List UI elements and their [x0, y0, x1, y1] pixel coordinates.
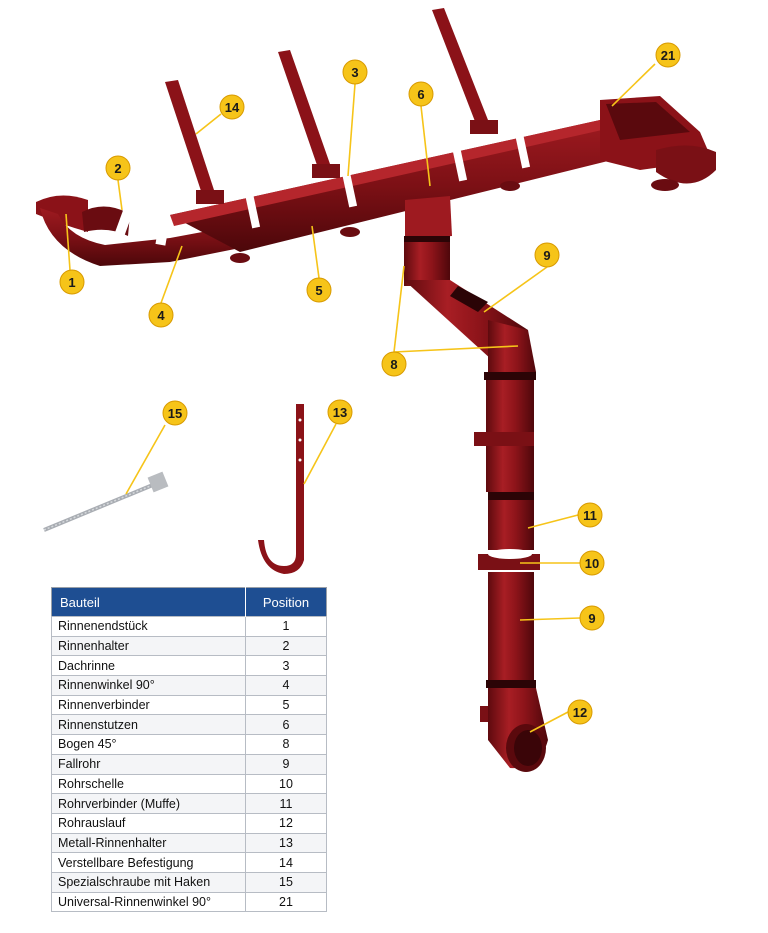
- marker-8: 8: [381, 351, 407, 377]
- table-row: Bogen 45°8: [51, 734, 327, 755]
- gutter-left-section: [36, 195, 240, 266]
- part-position: 6: [245, 714, 327, 736]
- marker-21-label: 21: [661, 48, 675, 63]
- marker-10-label: 10: [585, 556, 599, 571]
- part-name: Rinnenstutzen: [51, 714, 246, 736]
- gutter-main-section: [170, 120, 612, 263]
- column-header-part: Bauteil: [51, 587, 246, 617]
- part-name: Verstellbare Befestigung: [51, 852, 246, 873]
- marker-1: 1: [59, 269, 85, 295]
- part-position: 9: [245, 753, 327, 775]
- part-position: 15: [245, 871, 327, 893]
- marker-9-upper-label: 9: [543, 248, 550, 263]
- leader-lines: [65, 63, 656, 733]
- marker-9-lower-label: 9: [588, 611, 595, 626]
- part-name: Universal-Rinnenwinkel 90°: [51, 891, 246, 913]
- marker-11-label: 11: [583, 508, 597, 523]
- part-name: Metall-Rinnenhalter: [51, 832, 246, 854]
- part-position: 10: [245, 773, 327, 795]
- parts-table-header: Bauteil Position: [51, 587, 327, 617]
- marker-9-upper: 9: [534, 242, 560, 268]
- marker-1-label: 1: [68, 275, 75, 290]
- marker-10: 10: [579, 550, 605, 576]
- part-name: Rinnenwinkel 90°: [51, 675, 246, 696]
- part-name: Rinnenendstück: [51, 616, 246, 637]
- part-position: 13: [245, 832, 327, 854]
- part-position: 4: [245, 675, 327, 696]
- part-position: 1: [245, 616, 327, 637]
- part-position: 2: [245, 635, 327, 657]
- marker-3: 3: [342, 59, 368, 85]
- special-screw-with-hook: [43, 471, 169, 532]
- marker-12-label: 12: [573, 705, 587, 720]
- marker-15: 15: [162, 400, 188, 426]
- part-name: Dachrinne: [51, 655, 246, 677]
- marker-13: 13: [327, 399, 353, 425]
- marker-21: 21: [655, 42, 681, 68]
- part-name: Fallrohr: [51, 753, 246, 775]
- marker-4-label: 4: [157, 308, 165, 323]
- part-name: Bogen 45°: [51, 734, 246, 755]
- marker-3-label: 3: [351, 65, 358, 80]
- adjustable-brackets: [165, 8, 498, 204]
- marker-13-label: 13: [333, 405, 347, 420]
- marker-5-label: 5: [315, 283, 322, 298]
- marker-14-label: 14: [225, 100, 240, 115]
- part-name: Rinnenhalter: [51, 635, 246, 657]
- marker-4: 4: [148, 302, 174, 328]
- table-row: Universal-Rinnenwinkel 90°21: [51, 891, 327, 913]
- marker-14: 14: [219, 94, 245, 120]
- table-row: Rinnenwinkel 90°4: [51, 675, 327, 696]
- part-position: 21: [245, 891, 327, 913]
- part-position: 14: [245, 852, 327, 873]
- gutter-corner-right: [600, 96, 716, 191]
- marker-2-label: 2: [114, 161, 121, 176]
- part-name: Rohrschelle: [51, 773, 246, 795]
- part-name: Rohrverbinder (Muffe): [51, 793, 246, 814]
- part-position: 12: [245, 812, 327, 834]
- part-position: 11: [245, 793, 327, 814]
- part-name: Spezialschraube mit Haken: [51, 871, 246, 893]
- part-position: 5: [245, 694, 327, 716]
- column-header-position: Position: [245, 587, 327, 617]
- part-name: Rinnenverbinder: [51, 694, 246, 716]
- table-row: Rohrverbinder (Muffe)11: [51, 793, 327, 814]
- marker-5: 5: [306, 277, 332, 303]
- part-position: 3: [245, 655, 327, 677]
- marker-6-label: 6: [417, 87, 424, 102]
- marker-8-label: 8: [390, 357, 397, 372]
- marker-9-lower: 9: [579, 605, 605, 631]
- marker-11: 11: [577, 502, 603, 528]
- metal-gutter-hanger: [258, 404, 304, 574]
- marker-6: 6: [408, 81, 434, 107]
- marker-2: 2: [105, 155, 131, 181]
- part-name: Rohrauslauf: [51, 812, 246, 834]
- part-position: 8: [245, 734, 327, 755]
- marker-15-label: 15: [168, 406, 182, 421]
- marker-12: 12: [567, 699, 593, 725]
